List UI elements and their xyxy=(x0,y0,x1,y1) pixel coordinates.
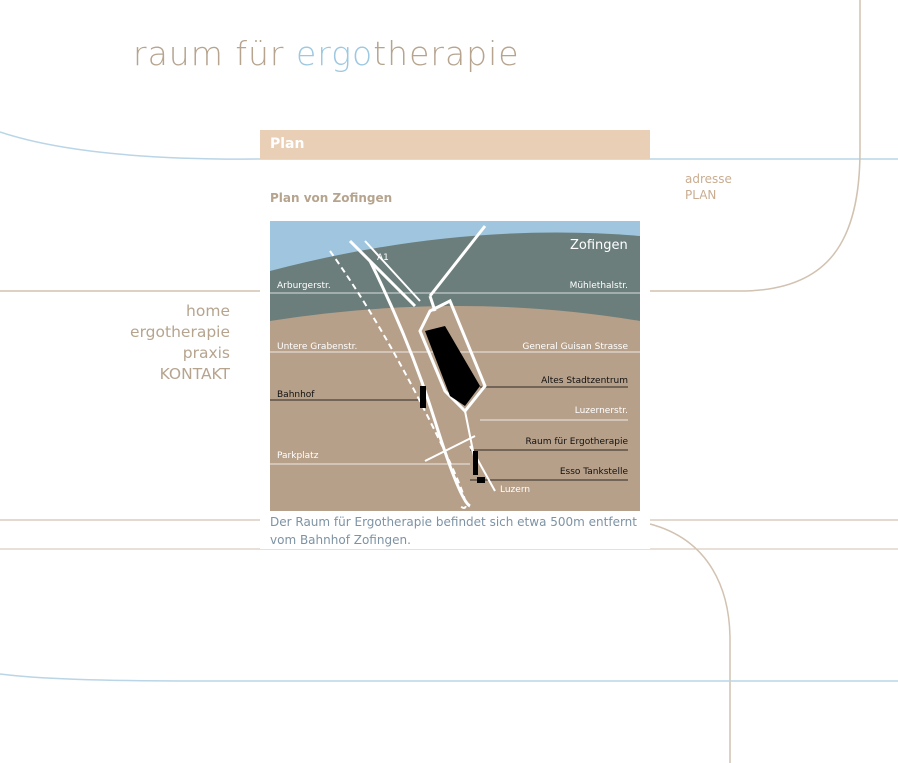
nav-item-ergotherapie[interactable]: ergotherapie xyxy=(130,323,230,341)
map-label-parkplatz: Parkplatz xyxy=(277,451,319,461)
map-city-label: Zofingen xyxy=(570,238,628,253)
nav-item-kontakt[interactable]: KONTAKT xyxy=(159,365,230,383)
logo-text-part1: raum für xyxy=(133,34,296,73)
map-label-luzernerstr: Luzernerstr. xyxy=(574,406,628,416)
map-label-esso: Esso Tankstelle xyxy=(559,467,628,477)
map-label-untere-grabenstr: Untere Grabenstr. xyxy=(277,342,358,352)
content-heading: Plan von Zofingen xyxy=(270,191,393,205)
bahnhof-marker xyxy=(420,386,426,408)
map-label-a1: A1 xyxy=(377,253,389,263)
site-logo[interactable]: raum für ergotherapie xyxy=(133,34,520,73)
map-label-general-guisan: General Guisan Strasse xyxy=(522,342,628,352)
logo-text-part2: therapie xyxy=(373,34,520,73)
map-label-luzern: Luzern xyxy=(500,485,531,495)
altes-stadtzentrum-area xyxy=(425,326,480,406)
nav-item-praxis[interactable]: praxis xyxy=(182,344,230,362)
subnav-item-adresse[interactable]: adresse xyxy=(685,172,732,186)
nav-item-home[interactable]: home xyxy=(186,302,230,320)
sub-navigation: adresse PLAN xyxy=(685,171,732,203)
esso-marker xyxy=(477,477,485,483)
map-caption: Der Raum für Ergotherapie befindet sich … xyxy=(260,513,650,549)
logo-text-accent: ergo xyxy=(295,34,374,73)
city-map: Zofingen A1 Arburgerstr. Mühlethalstr. U… xyxy=(270,221,640,511)
map-label-raum-ergotherapie: Raum für Ergotherapie xyxy=(525,437,628,447)
map-label-muehlethalstr: Mühlethalstr. xyxy=(569,281,628,291)
page-title: Plan xyxy=(270,136,305,152)
main-navigation: home ergotherapie praxis KONTAKT xyxy=(90,301,230,385)
map-label-bahnhof: Bahnhof xyxy=(277,390,315,400)
map-label-arburgerstr: Arburgerstr. xyxy=(277,281,331,291)
map-graphic xyxy=(270,221,640,511)
ergotherapie-marker xyxy=(473,451,478,475)
map-label-altes-stadtzentrum: Altes Stadtzentrum xyxy=(541,376,628,386)
subnav-item-plan[interactable]: PLAN xyxy=(685,188,717,202)
page-header-bar: Plan xyxy=(260,130,650,159)
